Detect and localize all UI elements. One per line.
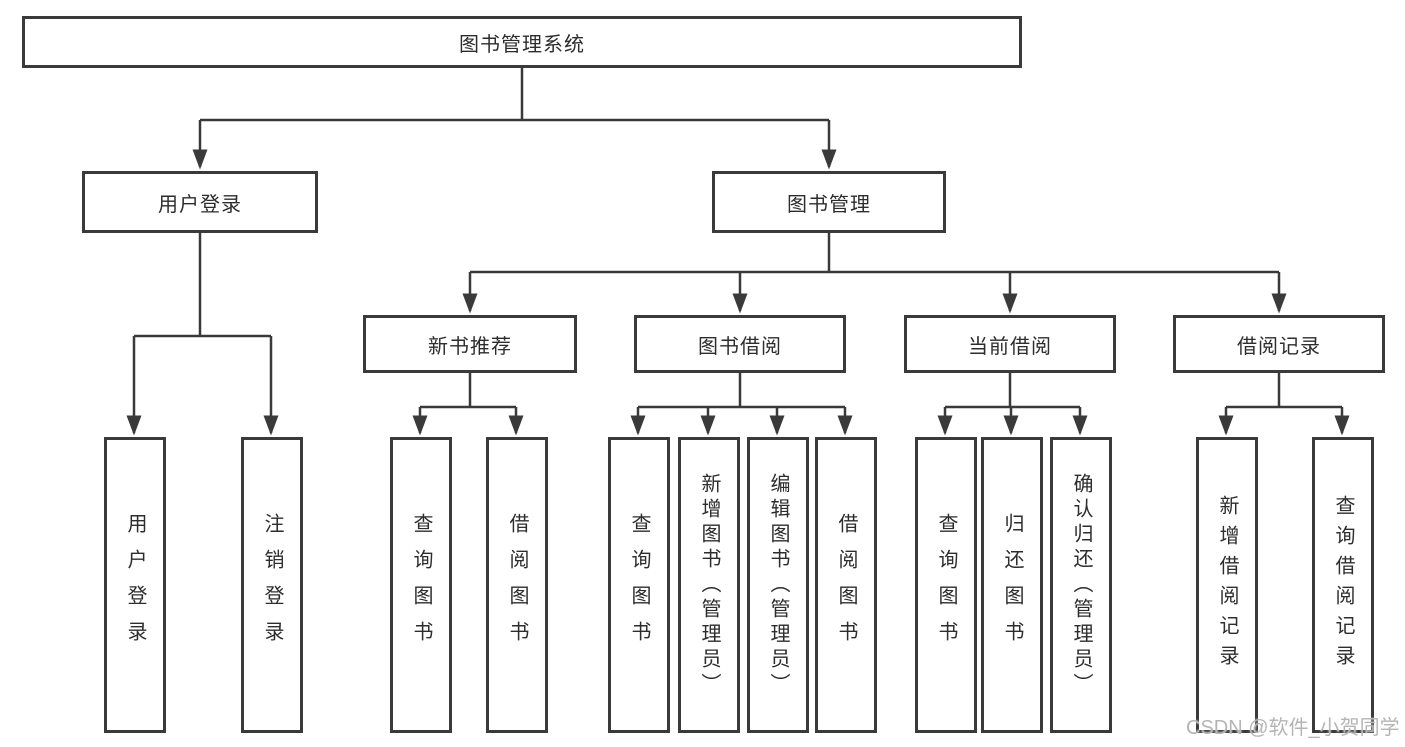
csdn-watermark: CSDN @软件_小贺同学 [1186,717,1400,739]
leaf-query-books-recommend-label: 查询图书 [410,513,432,657]
node-root-system: 图书管理系统 [22,16,1022,68]
leaf-add-borrow-record: 新增借阅记录 [1196,437,1258,733]
leaf-add-borrow-record-label: 新增借阅记录 [1216,495,1238,675]
node-borrow-records-label: 借阅记录 [1237,335,1321,358]
leaf-query-books-current-label: 查询图书 [935,513,957,657]
leaf-borrow-books-recommend-label: 借阅图书 [506,513,528,657]
leaf-confirm-return-admin-label: 确认归还（管理员） [1070,472,1092,698]
leaf-borrow-books-recommend: 借阅图书 [486,437,548,733]
node-book-management-label: 图书管理 [787,193,871,216]
leaf-borrow-books-label: 借阅图书 [835,513,857,657]
node-root-system-label: 图书管理系统 [459,33,585,56]
node-new-book-recommend-label: 新书推荐 [428,335,512,358]
node-user-login-label: 用户登录 [158,193,242,216]
node-book-borrow-label: 图书借阅 [698,335,782,358]
leaf-edit-book-admin: 编辑图书（管理员） [747,437,809,733]
leaf-query-books-borrow-label: 查询图书 [628,513,650,657]
leaf-user-login-label: 用户登录 [124,513,146,657]
leaf-logout-label: 注销登录 [261,513,283,657]
leaf-edit-book-admin-label: 编辑图书（管理员） [767,472,789,698]
node-current-borrow: 当前借阅 [904,315,1116,373]
leaf-logout: 注销登录 [241,437,303,733]
leaf-query-books-recommend: 查询图书 [390,437,452,733]
leaf-query-borrow-record: 查询借阅记录 [1312,437,1374,733]
leaf-borrow-books: 借阅图书 [815,437,877,733]
node-book-borrow: 图书借阅 [634,315,846,373]
leaf-user-login: 用户登录 [104,437,166,733]
leaf-confirm-return-admin: 确认归还（管理员） [1050,437,1112,733]
node-book-management: 图书管理 [712,171,946,233]
node-borrow-records: 借阅记录 [1173,315,1385,373]
node-new-book-recommend: 新书推荐 [363,315,577,373]
node-user-login: 用户登录 [82,171,318,233]
leaf-add-book-admin: 新增图书（管理员） [678,437,740,733]
leaf-add-book-admin-label: 新增图书（管理员） [698,472,720,698]
leaf-return-book-label: 归还图书 [1001,513,1023,657]
leaf-query-books-current: 查询图书 [915,437,977,733]
leaf-query-borrow-record-label: 查询借阅记录 [1332,495,1354,675]
node-current-borrow-label: 当前借阅 [968,335,1052,358]
leaf-query-books-borrow: 查询图书 [608,437,670,733]
leaf-return-book: 归还图书 [981,437,1043,733]
